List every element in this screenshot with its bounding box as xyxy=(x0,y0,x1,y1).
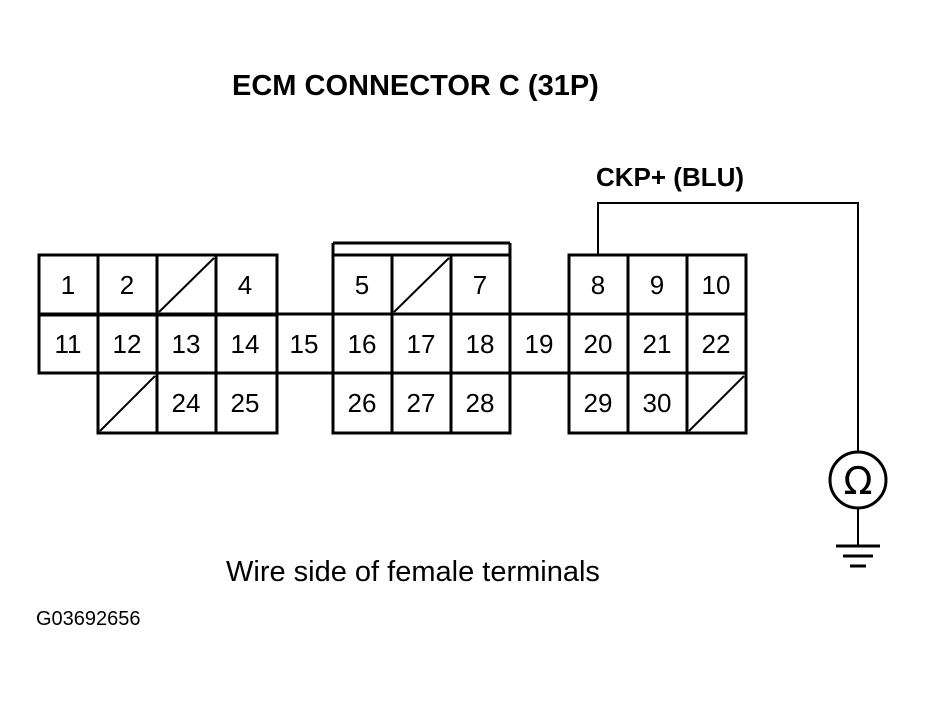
terminal-14: 14 xyxy=(231,329,260,359)
terminal-4: 4 xyxy=(238,270,252,300)
terminal-9: 9 xyxy=(650,270,664,300)
terminal-20: 20 xyxy=(584,329,613,359)
terminal-29: 29 xyxy=(584,388,613,418)
ckp-wire xyxy=(597,202,859,545)
terminal-10: 10 xyxy=(702,270,731,300)
terminal-17: 17 xyxy=(407,329,436,359)
terminal-2: 2 xyxy=(120,270,134,300)
terminal-22: 22 xyxy=(702,329,731,359)
terminal-16: 16 xyxy=(348,329,377,359)
signal-label: CKP+ (BLU) xyxy=(596,162,745,192)
diagram-title: ECM CONNECTOR C (31P) xyxy=(232,70,599,102)
terminal-12: 12 xyxy=(113,329,142,359)
terminal-labels: 1 2 4 5 7 8 9 10 11 12 13 14 15 16 17 18… xyxy=(55,270,731,418)
terminal-5: 5 xyxy=(355,270,369,300)
terminal-13: 13 xyxy=(172,329,201,359)
terminal-26: 26 xyxy=(348,388,377,418)
connector-block-b xyxy=(331,241,512,435)
terminal-21: 21 xyxy=(643,329,672,359)
terminal-18: 18 xyxy=(466,329,495,359)
ground-icon xyxy=(836,544,880,568)
ohm-symbol: Ω xyxy=(843,459,872,503)
connector-block-a xyxy=(37,253,279,435)
terminal-27: 27 xyxy=(407,388,436,418)
terminal-8: 8 xyxy=(591,270,605,300)
figure-id: G03692656 xyxy=(36,608,141,630)
terminal-1: 1 xyxy=(61,270,75,300)
ohmmeter-icon xyxy=(828,450,888,510)
terminal-25: 25 xyxy=(231,388,260,418)
diagram-caption: Wire side of female terminals xyxy=(226,556,600,588)
terminal-15: 15 xyxy=(290,329,319,359)
connector-block-c xyxy=(567,253,748,435)
terminal-30: 30 xyxy=(643,388,672,418)
terminal-19: 19 xyxy=(525,329,554,359)
connector-bridge-19 xyxy=(510,312,569,375)
connector-bridge-15 xyxy=(277,312,333,375)
terminal-28: 28 xyxy=(466,388,495,418)
terminal-24: 24 xyxy=(172,388,201,418)
terminal-7: 7 xyxy=(473,270,487,300)
terminal-11: 11 xyxy=(55,329,82,359)
